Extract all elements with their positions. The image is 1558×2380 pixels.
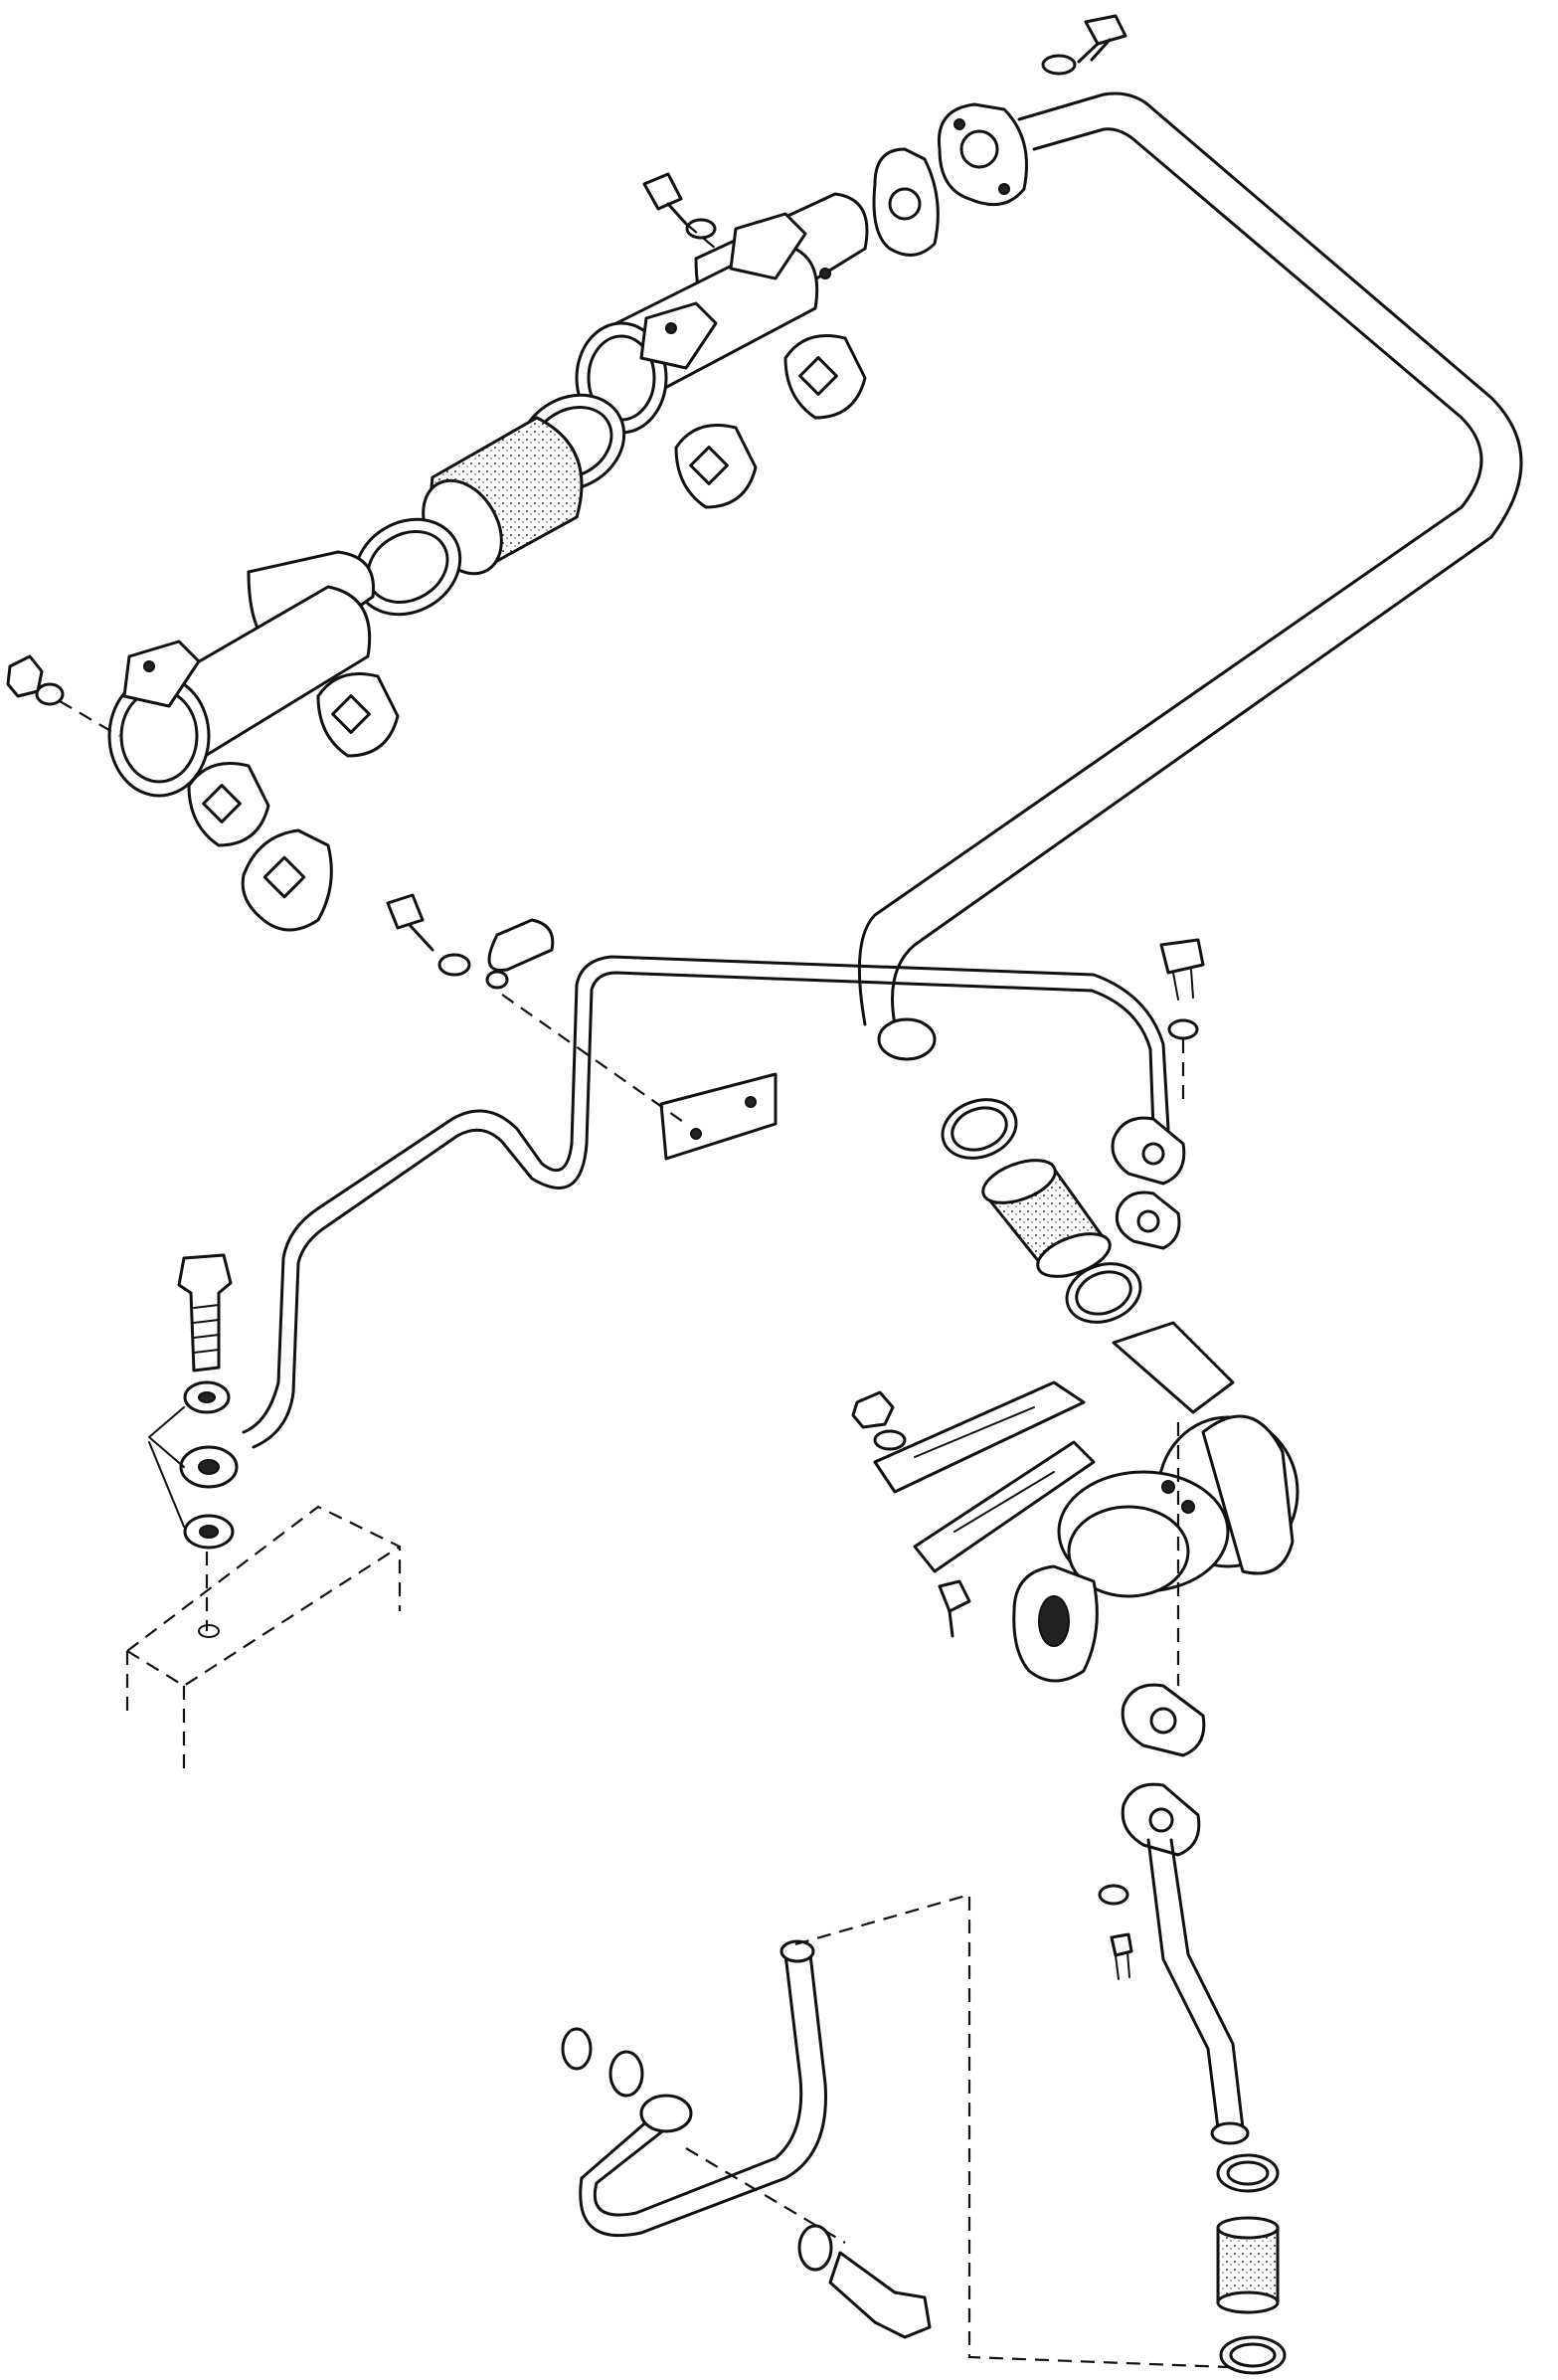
cooling-pipe-bolt	[828, 2251, 932, 2339]
hose-clamp-upper	[941, 1098, 1018, 1160]
manifold-gasket	[241, 828, 333, 932]
banjo-fitting-oil-feed	[179, 1445, 239, 1489]
drain-hose	[1216, 2216, 1280, 2314]
turbo-nut-1	[851, 1390, 895, 1429]
oil-feed-pipe	[242, 955, 1170, 1449]
clip-washer	[437, 953, 471, 977]
bracket-plate	[659, 1072, 778, 1161]
turbo-gasket-1	[873, 1380, 1086, 1494]
cooling-pipe-washer-2	[608, 2050, 644, 2098]
clip-bracket-line	[501, 994, 687, 1125]
drain-hose-clamp-lower	[1219, 2335, 1287, 2375]
manifold-bolt-line	[685, 223, 717, 250]
exhaust-pipe	[857, 92, 1523, 1061]
oil-feed-bolt	[1159, 938, 1205, 1001]
turbo-nut-2	[873, 1429, 907, 1451]
manifold-stud-line	[59, 700, 120, 737]
cooling-pipe-washer-1	[561, 2027, 593, 2071]
flange-gasket-top	[872, 147, 940, 257]
manifold-bolt	[642, 172, 688, 226]
manifold-washer	[685, 218, 717, 240]
manifold-nut-washer	[35, 682, 65, 706]
turbo-gasket-2	[913, 1440, 1096, 1573]
hose-clamp-lower	[1065, 1262, 1142, 1324]
engine-block-reference-left	[125, 1505, 402, 1770]
washer-bracket-lines	[148, 1406, 185, 1528]
cooling-pipe	[579, 1939, 827, 2238]
turbo-stud	[938, 1579, 971, 1638]
exhaust-manifold-front	[107, 550, 400, 847]
exhaust-flange-top	[937, 102, 1028, 207]
oil-feed-gasket	[1115, 1190, 1181, 1250]
turbocharger	[1012, 1321, 1299, 1683]
sealing-washer-lower	[183, 1514, 235, 1550]
clip	[485, 918, 555, 990]
oil-drain-flange	[1121, 1782, 1201, 1857]
rubber-hose	[981, 1159, 1112, 1278]
exhaust-pipe-end	[877, 1017, 937, 1061]
flange-washer-top	[1041, 54, 1077, 76]
banjo-bolt-oil-feed	[177, 1253, 233, 1373]
sealing-washer-upper	[183, 1380, 231, 1414]
oil-drain-pipe	[1146, 1838, 1250, 2145]
drain-flange-washer	[1098, 1884, 1129, 1906]
engine-block-reference-right	[685, 1893, 1229, 2369]
exhaust-manifold-rear	[575, 192, 869, 509]
oil-drain-gasket	[1121, 1683, 1206, 1757]
oil-feed-flange	[1111, 1116, 1186, 1186]
oil-feed-washer	[1167, 1018, 1199, 1040]
clip-bolt	[386, 893, 434, 952]
flange-bolt-top	[1077, 14, 1127, 64]
drain-flange-bolt	[1110, 1932, 1133, 1980]
drain-hose-clamp-upper	[1216, 2153, 1280, 2193]
